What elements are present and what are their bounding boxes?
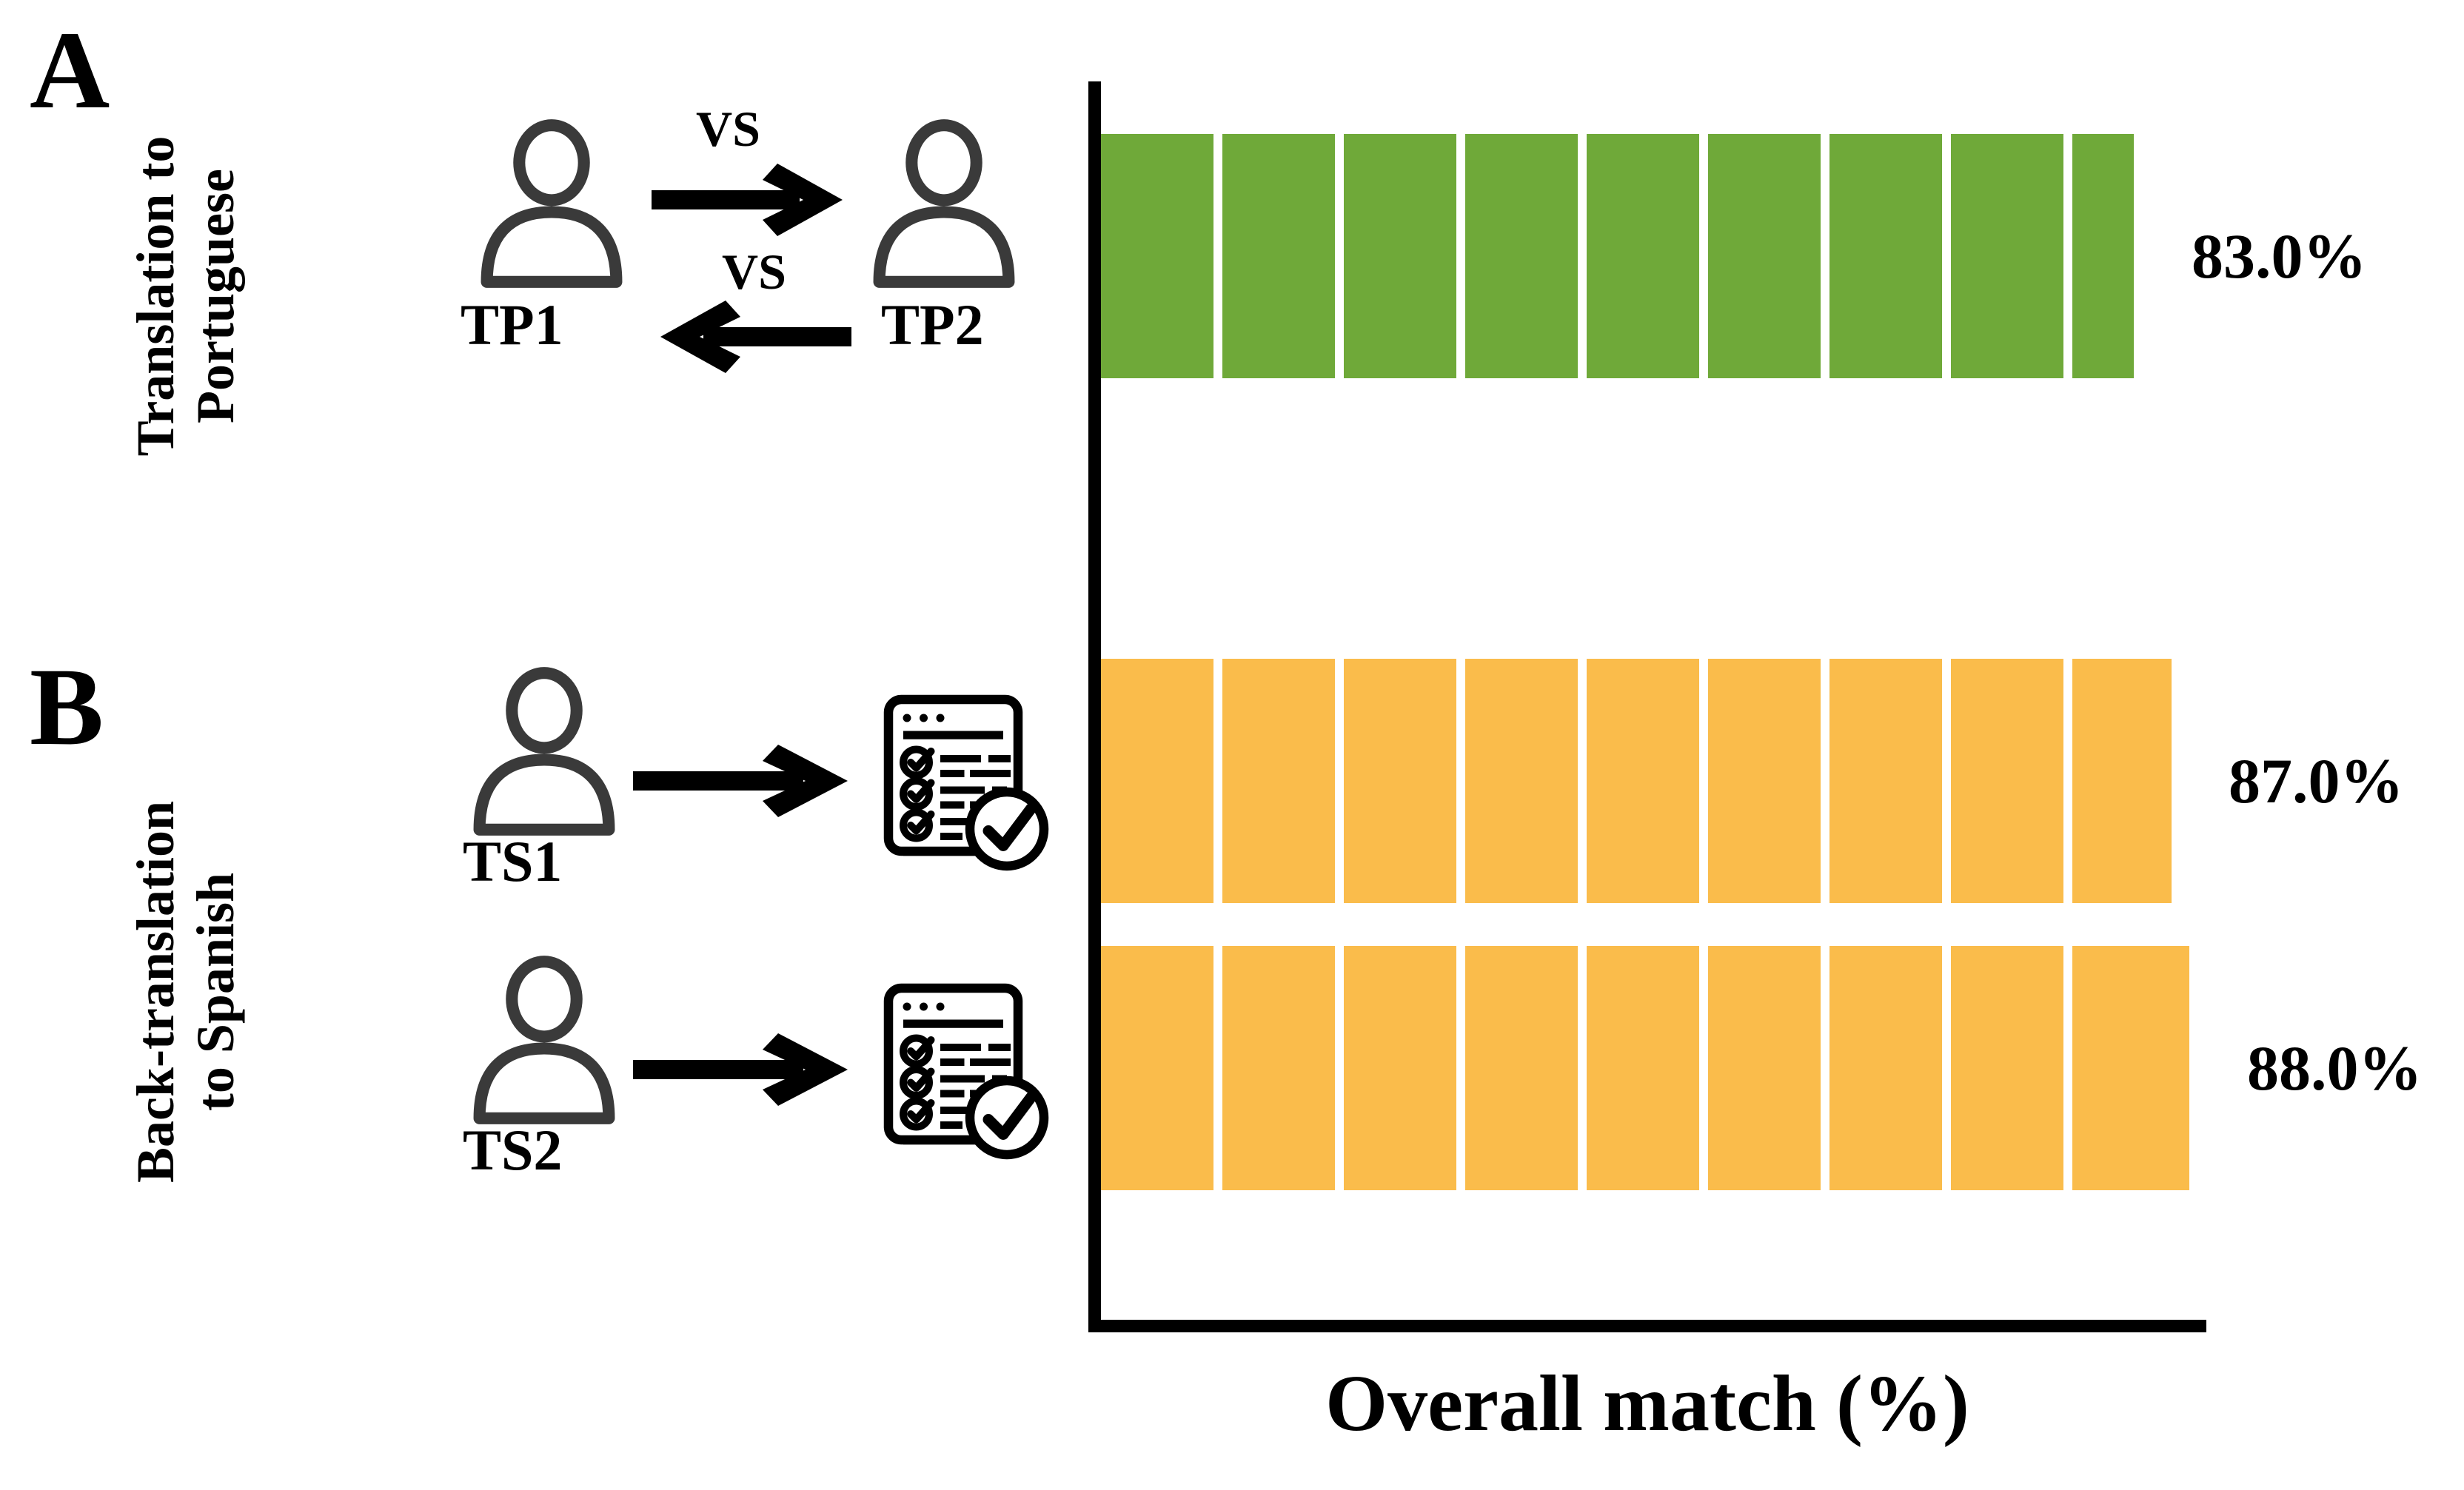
bar-segment-partial (2072, 134, 2134, 378)
panel-b-caption: Back-translation to Spanish (126, 800, 245, 1184)
bar-segment (1587, 946, 1699, 1190)
bar-segment (1101, 134, 1213, 378)
bar-segment (1222, 659, 1335, 903)
actor-label-tp2: TP2 (881, 292, 984, 357)
bar-back-translation-ts2 (1101, 946, 2204, 1190)
bar-segment (1101, 659, 1213, 903)
x-axis-title: Overall match (%) (1325, 1360, 1969, 1448)
bar-segment (1344, 946, 1456, 1190)
y-axis-line (1088, 81, 1101, 1332)
bar-segment (1465, 946, 1578, 1190)
bar-segment (1587, 659, 1699, 903)
bar-segment (1708, 946, 1821, 1190)
person-icon-tp2 (859, 118, 1029, 289)
bar-segment (1222, 946, 1335, 1190)
actor-label-tp1: TP1 (461, 292, 563, 357)
bar-back-translation-ts1 (1101, 659, 2186, 903)
panel-a-caption: Translation to Portuguese (126, 135, 245, 457)
arrow-right-icon (633, 740, 855, 822)
vs-label-top: VS (696, 101, 760, 157)
checklist-document-icon (874, 977, 1059, 1162)
checklist-document-icon (874, 688, 1059, 873)
person-icon-ts1 (459, 666, 629, 836)
bar-segment (1344, 134, 1456, 378)
x-axis-line (1088, 1320, 2206, 1332)
bar-segment (1829, 134, 1942, 378)
value-label-ts2: 88.0% (2247, 1033, 2423, 1104)
value-label-tp: 83.0% (2192, 221, 2367, 292)
bar-segment (1708, 134, 1821, 378)
bar-segment (1344, 659, 1456, 903)
panel-letter-b: B (30, 645, 104, 768)
bar-segment (1222, 134, 1335, 378)
bar-segment (1465, 659, 1578, 903)
bar-translation-portuguese (1101, 134, 2149, 378)
bar-segment (1465, 134, 1578, 378)
value-label-ts1: 87.0% (2229, 745, 2404, 816)
panel-letter-a: A (30, 9, 110, 132)
arrow-left-icon (652, 296, 851, 377)
vs-label-bottom: VS (722, 244, 786, 300)
arrow-right-icon (633, 1029, 855, 1110)
bar-segment (1708, 659, 1821, 903)
arrow-right-icon (652, 159, 851, 241)
bar-segment (1587, 134, 1699, 378)
bar-segment (1101, 946, 1213, 1190)
bar-segment (1829, 946, 1942, 1190)
bar-segment (1951, 946, 2063, 1190)
bar-segment (1951, 659, 2063, 903)
bar-segment (1829, 659, 1942, 903)
bar-segment (1951, 134, 2063, 378)
bar-segment-partial (2072, 946, 2189, 1190)
bar-segment-partial (2072, 659, 2172, 903)
person-icon-ts2 (459, 955, 629, 1125)
person-icon-tp1 (466, 118, 637, 289)
actor-label-ts2: TS2 (463, 1118, 563, 1182)
actor-label-ts1: TS1 (463, 829, 563, 893)
